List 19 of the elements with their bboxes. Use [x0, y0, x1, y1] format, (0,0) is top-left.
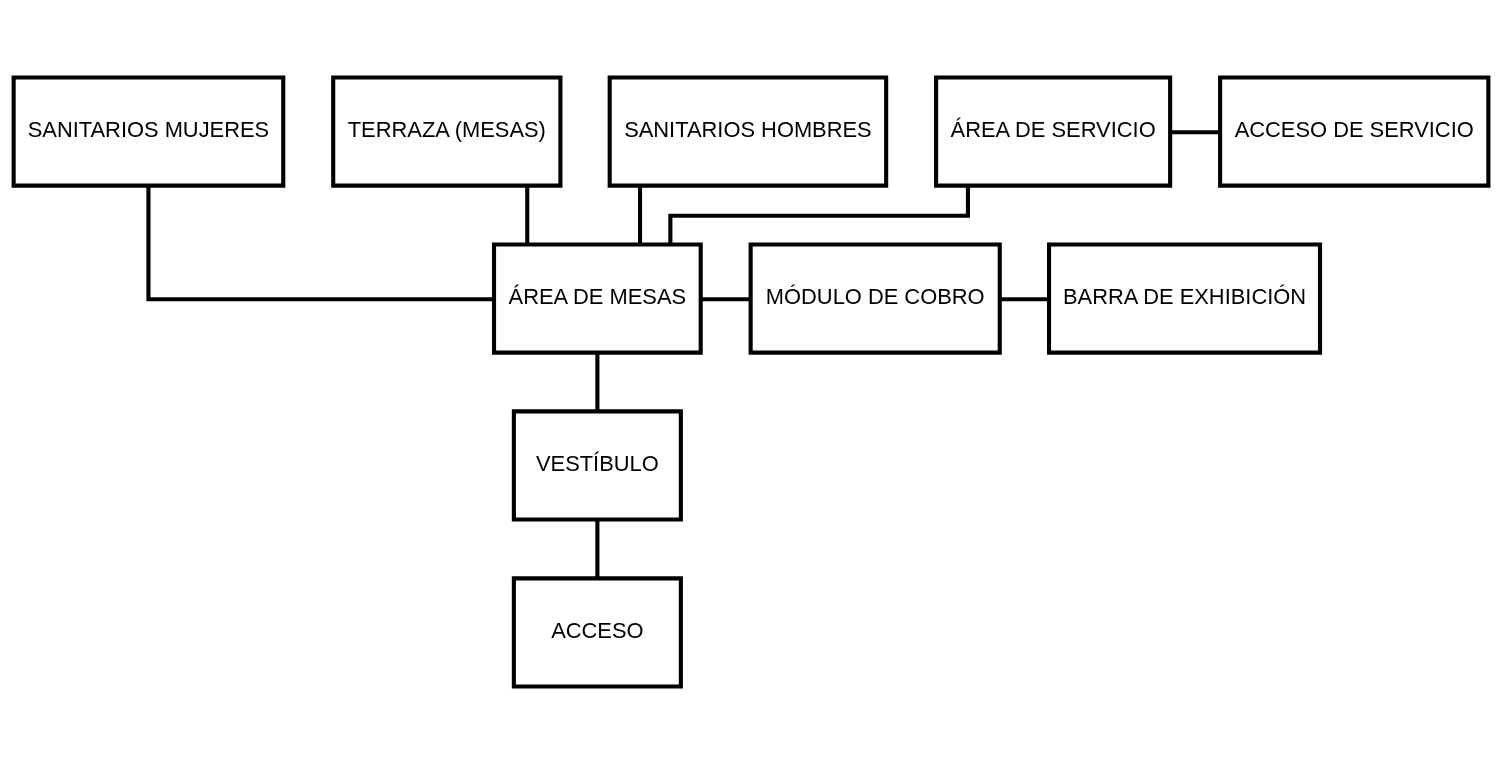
node-box: MÓDULO DE COBRO — [748, 241, 1002, 355]
node-box: TERRAZA (MESAS) — [331, 74, 563, 188]
connector — [700, 296, 751, 301]
connector — [668, 185, 970, 244]
node-box: ÁREA DE SERVICIO — [934, 74, 1173, 188]
node-box: VESTÍBULO — [511, 408, 683, 522]
connector — [595, 519, 600, 578]
connector — [1170, 129, 1220, 134]
node-box: ACCESO DE SERVICIO — [1218, 74, 1491, 188]
connector — [595, 352, 600, 411]
node-box: SANITARIOS MUJERES — [11, 74, 286, 188]
connector — [146, 185, 494, 301]
node-box: ÁREA DE MESAS — [492, 241, 703, 355]
connector — [1000, 296, 1049, 301]
connector — [525, 185, 530, 244]
node-box: ACCESO — [511, 575, 683, 689]
node-box: BARRA DE EXHIBICIÓN — [1046, 241, 1323, 355]
node-box: SANITARIOS HOMBRES — [607, 74, 889, 188]
connector — [637, 185, 643, 244]
